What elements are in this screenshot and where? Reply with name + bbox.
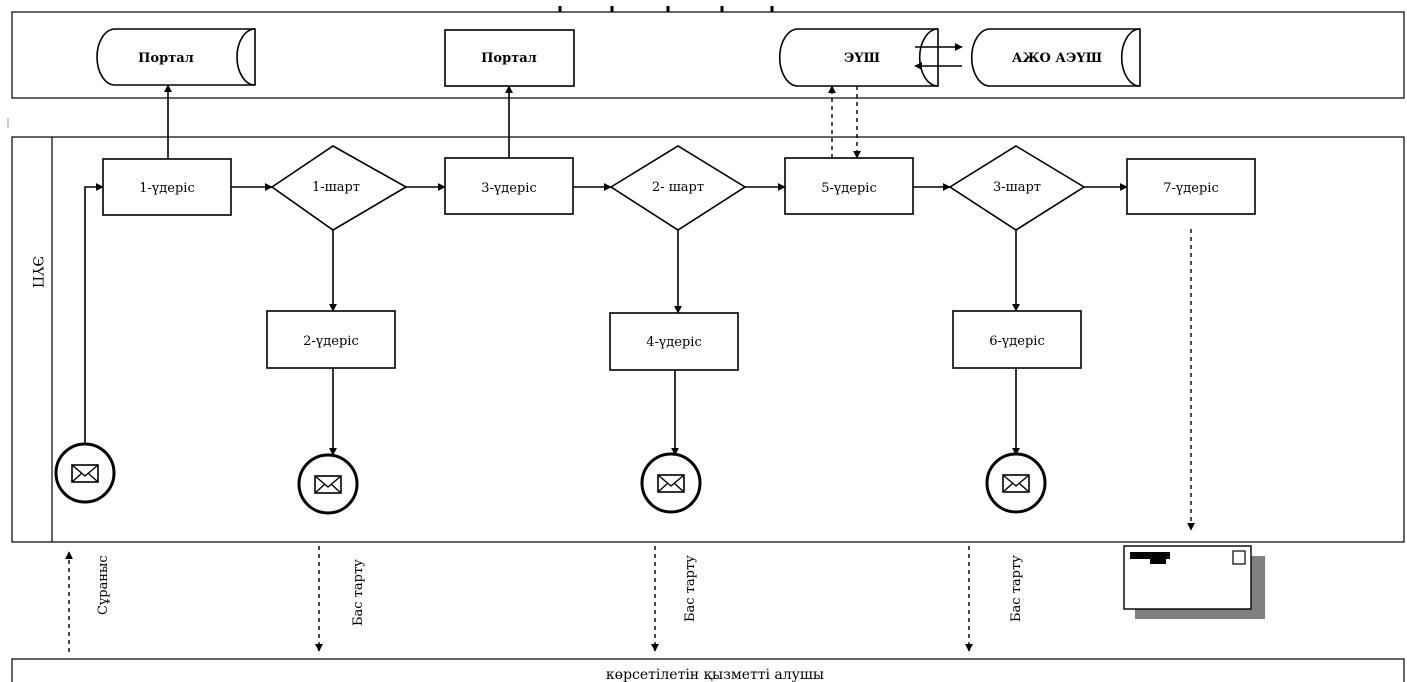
condition-2-label: 2- шарт: [652, 180, 704, 195]
envelope-icon: [314, 475, 342, 494]
process-box-1: 1-үдеріс: [102, 158, 232, 216]
process-box-6: 6-үдеріс: [952, 310, 1082, 369]
process-7-label: 7-үдеріс: [1163, 181, 1218, 196]
request-label: Сұраныс: [96, 555, 111, 615]
condition-3-label: 3-шарт: [993, 180, 1041, 195]
process-5-label: 5-үдеріс: [821, 181, 876, 196]
end-message-event-1: [297, 453, 359, 515]
refuse-flow-3: Бас тарту: [965, 546, 1024, 652]
portal-database-node: Портал: [96, 28, 256, 86]
process-box-4: 4-үдеріс: [609, 312, 739, 371]
end-message-event-3: [985, 452, 1047, 514]
bottom-lane-border: [11, 658, 1405, 682]
end-message-event-2: [640, 452, 702, 514]
result-document-icon: [1123, 545, 1265, 619]
azho-database-label: АЖО АЭҮШ: [1012, 51, 1102, 66]
portal-up-arrows: [164, 84, 513, 159]
process-3-label: 3-үдеріс: [481, 181, 536, 196]
process-to-event-arrows: [329, 368, 1020, 456]
refuse-flow-2: Бас тарту: [651, 546, 698, 652]
portal-box-label: Портал: [481, 51, 537, 66]
process-4-label: 4-үдеріс: [646, 335, 701, 350]
condition-1-label: 1-шарт: [312, 180, 360, 195]
process-2-label: 2-үдеріс: [303, 334, 358, 349]
eush-azho-arrows: [914, 43, 963, 70]
eush-database-label: ЭҮШ: [844, 51, 880, 66]
request-flow: Сұраныс: [65, 551, 111, 652]
process-box-7: 7-үдеріс: [1126, 158, 1256, 215]
condition-down-arrows: [329, 230, 1020, 314]
envelope-icon: [1002, 474, 1030, 493]
refuse-flow-1: Бас тарту: [315, 546, 366, 652]
eush-database-node: ЭҮШ: [778, 28, 939, 87]
process-box-2: 2-үдеріс: [266, 310, 396, 369]
refuse-2-label: Бас тарту: [683, 555, 698, 622]
portal-database-label: Портал: [138, 51, 194, 66]
envelope-icon: [71, 464, 99, 483]
process-1-label: 1-үдеріс: [139, 181, 194, 196]
eush-dashed-arrows: [828, 85, 861, 159]
start-event-connector: [84, 183, 104, 445]
middle-lane-label: ЭҮП: [29, 256, 45, 288]
start-message-event: [54, 442, 116, 504]
refuse-1-label: Бас тарту: [351, 559, 366, 626]
bottom-lane-label: көрсетілетін қызметті алушы: [606, 667, 824, 682]
envelope-icon: [657, 474, 685, 493]
portal-box-node: Портал: [444, 29, 575, 87]
top-lane-tick-marks: [558, 6, 774, 12]
process-box-3: 3-үдеріс: [444, 157, 574, 215]
refuse-3-label: Бас тарту: [1009, 555, 1024, 622]
azho-database-node: АЖО АЭҮШ: [970, 28, 1141, 87]
bottom-lane: көрсетілетін қызметті алушы: [11, 658, 1405, 682]
process-box-5: 5-үдеріс: [784, 157, 914, 215]
process-6-label: 6-үдеріс: [989, 334, 1044, 349]
